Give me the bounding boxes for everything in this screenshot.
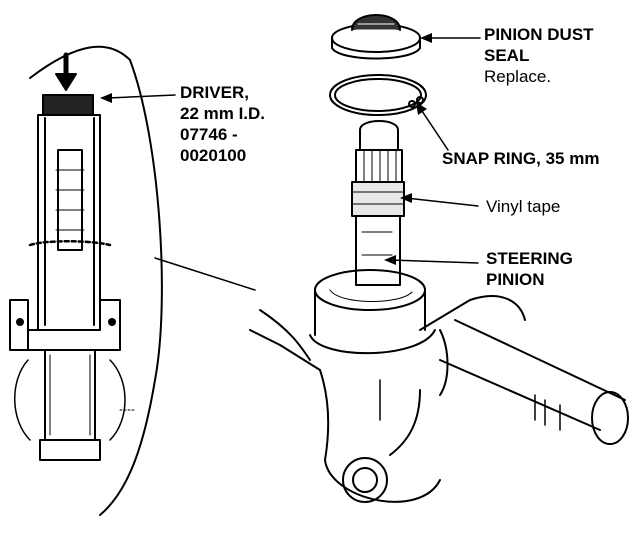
leader-lines (107, 37, 481, 264)
driver-label-line-2: 22 mm I.D. (180, 104, 266, 123)
leader-steering-pinion (389, 259, 479, 264)
arrowhead-vinyl-tape (400, 193, 412, 203)
snap-ring-part (329, 74, 427, 116)
arrowhead-driver (100, 93, 112, 103)
pinion-dust-seal-label: PINION DUST SEAL Replace. (484, 24, 594, 87)
pinion-dust-seal-line-2: SEAL (484, 46, 530, 65)
steering-pinion-label: STEERING PINION (486, 248, 573, 290)
detail-connector-line (154, 257, 256, 291)
pinion-dust-seal-line-1: PINION DUST (484, 25, 594, 44)
driver-tool (28, 94, 112, 331)
vinyl-tape-label: Vinyl tape (486, 197, 561, 216)
steering-pinion-part (351, 120, 405, 286)
housing-section (9, 299, 136, 461)
steering-pinion-line-2: PINION (486, 270, 545, 289)
leader-vinyl-tape (405, 197, 479, 207)
steering-pinion-line-1: STEERING (486, 249, 573, 268)
exploded-view (249, 14, 629, 503)
driver-label-line-3: 07746 - (180, 125, 238, 144)
gearbox-housing (249, 269, 629, 503)
driver-label-line-4: 0020100 (180, 146, 247, 165)
arrowhead-steering-pinion (384, 255, 396, 265)
snap-ring-label: SNAP RING, 35 mm (442, 149, 600, 168)
detail-circle-outline (29, 45, 163, 516)
pinion-dust-seal-part (331, 14, 421, 60)
arrowhead-dust-seal (420, 33, 432, 43)
cross-section-view (9, 45, 163, 516)
pinion-dust-seal-note: Replace. (484, 67, 552, 86)
arrowhead-snap-ring (416, 102, 427, 115)
driver-label-line-1: DRIVER, (180, 83, 249, 102)
leader-snap-ring (419, 107, 449, 151)
leader-driver (107, 94, 176, 99)
press-direction-arrow (55, 52, 77, 91)
driver-label: DRIVER, 22 mm I.D. 07746 - 0020100 (180, 82, 265, 166)
